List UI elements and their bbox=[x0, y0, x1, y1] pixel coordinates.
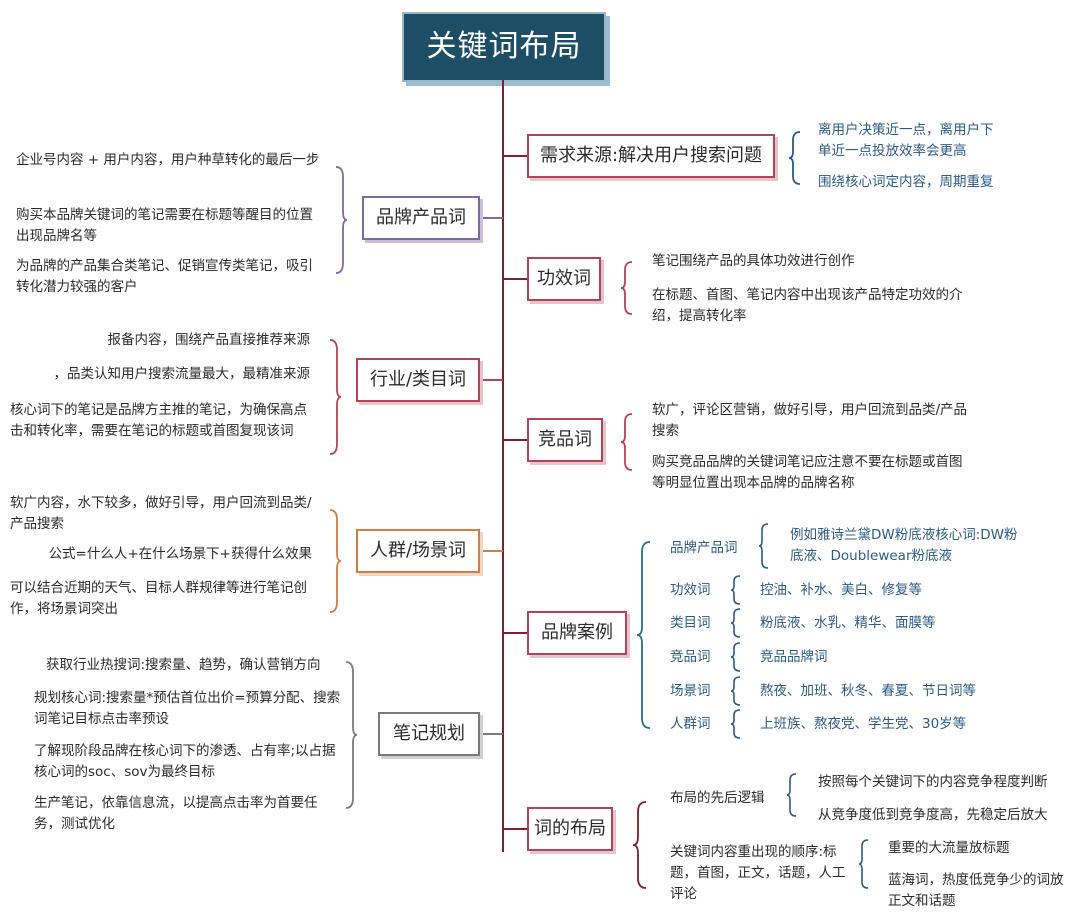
brace-brand bbox=[335, 166, 348, 274]
plan-note-2: 规划核心词:搜索量*预估首位出价=预算分配、搜索词笔记目标点击率预设 bbox=[34, 690, 341, 727]
case-row-brace-category bbox=[730, 608, 741, 638]
brand-note-1: 企业号内容 + 用户内容，用户种草转化的最后一步 bbox=[16, 152, 320, 168]
case-row-value-scene: 熬夜、加班、秋冬、春夏、节日词等 bbox=[760, 683, 976, 699]
case-row-value-crowd: 上班族、熬夜党、学生党、30岁等 bbox=[760, 716, 967, 732]
case-row-label-scene: 场景词 bbox=[670, 683, 711, 699]
crowd-note-2: 公式=什么人+在什么场景下+获得什么效果 bbox=[48, 546, 312, 562]
connector-competitor bbox=[503, 439, 527, 441]
plan-note-1: 获取行业热搜词:搜索量、趋势，确认营销方向 bbox=[46, 657, 321, 673]
case-row-brace-brand bbox=[758, 523, 769, 569]
layout-order-brace bbox=[786, 773, 797, 817]
case-row-label-effect: 功效词 bbox=[670, 582, 711, 598]
case-row-brace-crowd bbox=[730, 709, 741, 739]
industry-note-3: 核心词下的笔记是品牌方主推的笔记，为确保高点击和转化率，需要在笔记的标题或首图复… bbox=[10, 402, 307, 439]
case-row-value-category: 粉底液、水乳、精华、面膜等 bbox=[760, 615, 936, 631]
case-row-value-effect: 控油、补水、美白、修复等 bbox=[760, 582, 922, 598]
brace-crowd bbox=[329, 509, 342, 613]
connector-layout bbox=[503, 828, 527, 830]
layout-order-note-2: 从竞争度低到竞争度高，先稳定后放大 bbox=[818, 807, 1048, 823]
crowd-note-1: 软广内容，水下较多，做好引导，用户回流到品类/产品搜索 bbox=[10, 495, 312, 532]
effect-note-2: 在标题、首图、笔记内容中出现该产品特定功效的介绍，提高转化率 bbox=[652, 287, 963, 324]
brace-competitor bbox=[620, 413, 633, 471]
case-row-value-brand: 例如雅诗兰黛DW粉底液核心词:DW粉底液、Doublewear粉底液 bbox=[790, 527, 1018, 564]
node-brand-product-words: 品牌产品词 bbox=[362, 196, 480, 240]
layout-order-note-1: 按照每个关键词下的内容竞争程度判断 bbox=[818, 774, 1048, 790]
plan-note-4: 生产笔记，依靠信息流，以提高点击率为首要任务，测试优化 bbox=[34, 795, 318, 832]
node-note-planning: 笔记规划 bbox=[378, 712, 480, 756]
brand-note-2: 购买本品牌关键词的笔记需要在标题等醒目的位置出现品牌名等 bbox=[16, 207, 313, 244]
node-demand-source: 需求来源:解决用户搜索问题 bbox=[527, 134, 775, 178]
case-row-brace-competitor bbox=[730, 642, 741, 672]
effect-note-1: 笔记围绕产品的具体功效进行创作 bbox=[652, 253, 855, 269]
node-competitor-words: 竞品词 bbox=[527, 418, 603, 462]
connector-brand bbox=[478, 217, 503, 219]
connector-crowd bbox=[478, 550, 503, 552]
connector-plan bbox=[478, 733, 503, 735]
industry-note-1: 报备内容，围绕产品直接推荐来源 bbox=[107, 332, 311, 348]
node-industry-category-words: 行业/类目词 bbox=[356, 358, 480, 402]
node-effect-words: 功效词 bbox=[527, 257, 601, 301]
brace-demand bbox=[788, 131, 801, 185]
case-row-label-brand: 品牌产品词 bbox=[670, 540, 738, 556]
plan-note-3: 了解现阶段品牌在核心词下的渗透、占有率;以占据核心词的soc、sov为最终目标 bbox=[34, 743, 336, 780]
industry-note-2: ，品类认知用户搜索流量最大，最精准来源 bbox=[53, 366, 311, 382]
layout-sequence-label: 关键词内容重出现的顺序:标题，首图，正文，话题，人工评论 bbox=[670, 844, 846, 902]
layout-sequence-brace bbox=[858, 839, 869, 889]
case-row-brace-scene bbox=[730, 676, 741, 706]
brace-industry bbox=[329, 339, 342, 455]
connector-industry bbox=[478, 379, 503, 381]
layout-sequence-note-1: 重要的大流量放标题 bbox=[888, 840, 1010, 856]
node-brand-cases: 品牌案例 bbox=[527, 611, 627, 655]
competitor-note-2: 购买竞品品牌的关键词笔记应注意不要在标题或首图等明显位置出现本品牌的品牌名称 bbox=[652, 454, 963, 491]
connector-cases bbox=[503, 632, 527, 634]
node-crowd-scene-words: 人群/场景词 bbox=[356, 529, 480, 573]
brace-cases bbox=[636, 541, 651, 729]
case-row-label-crowd: 人群词 bbox=[670, 716, 711, 732]
connector-effect bbox=[503, 278, 527, 280]
case-row-label-competitor: 竞品词 bbox=[670, 649, 711, 665]
trunk-line bbox=[502, 80, 504, 852]
node-word-layout: 词的布局 bbox=[527, 807, 613, 851]
demand-note-2: 围绕核心词定内容，周期重复 bbox=[818, 174, 994, 190]
brace-layout bbox=[632, 801, 647, 889]
connector-demand bbox=[503, 155, 527, 157]
competitor-note-1: 软广，评论区营销，做好引导，用户回流到品类/产品搜索 bbox=[652, 402, 968, 439]
brace-plan bbox=[345, 661, 358, 809]
layout-sequence-note-2: 蓝海词，热度低竞争少的词放正文和话题 bbox=[888, 872, 1064, 909]
crowd-note-3: 可以结合近期的天气、目标人群规律等进行笔记创作，将场景词突出 bbox=[10, 580, 307, 617]
layout-order-label: 布局的先后逻辑 bbox=[670, 790, 765, 806]
brand-note-3: 为品牌的产品集合类笔记、促销宣传类笔记，吸引转化潜力较强的客户 bbox=[16, 258, 313, 295]
case-row-label-category: 类目词 bbox=[670, 615, 711, 631]
case-row-brace-effect bbox=[730, 575, 741, 605]
demand-note-1: 离用户决策近一点，离用户下单近一点投放效率会更高 bbox=[818, 122, 994, 159]
page-title: 关键词布局 bbox=[402, 12, 606, 82]
brace-effect bbox=[620, 261, 633, 315]
case-row-value-competitor: 竞品品牌词 bbox=[760, 649, 828, 665]
